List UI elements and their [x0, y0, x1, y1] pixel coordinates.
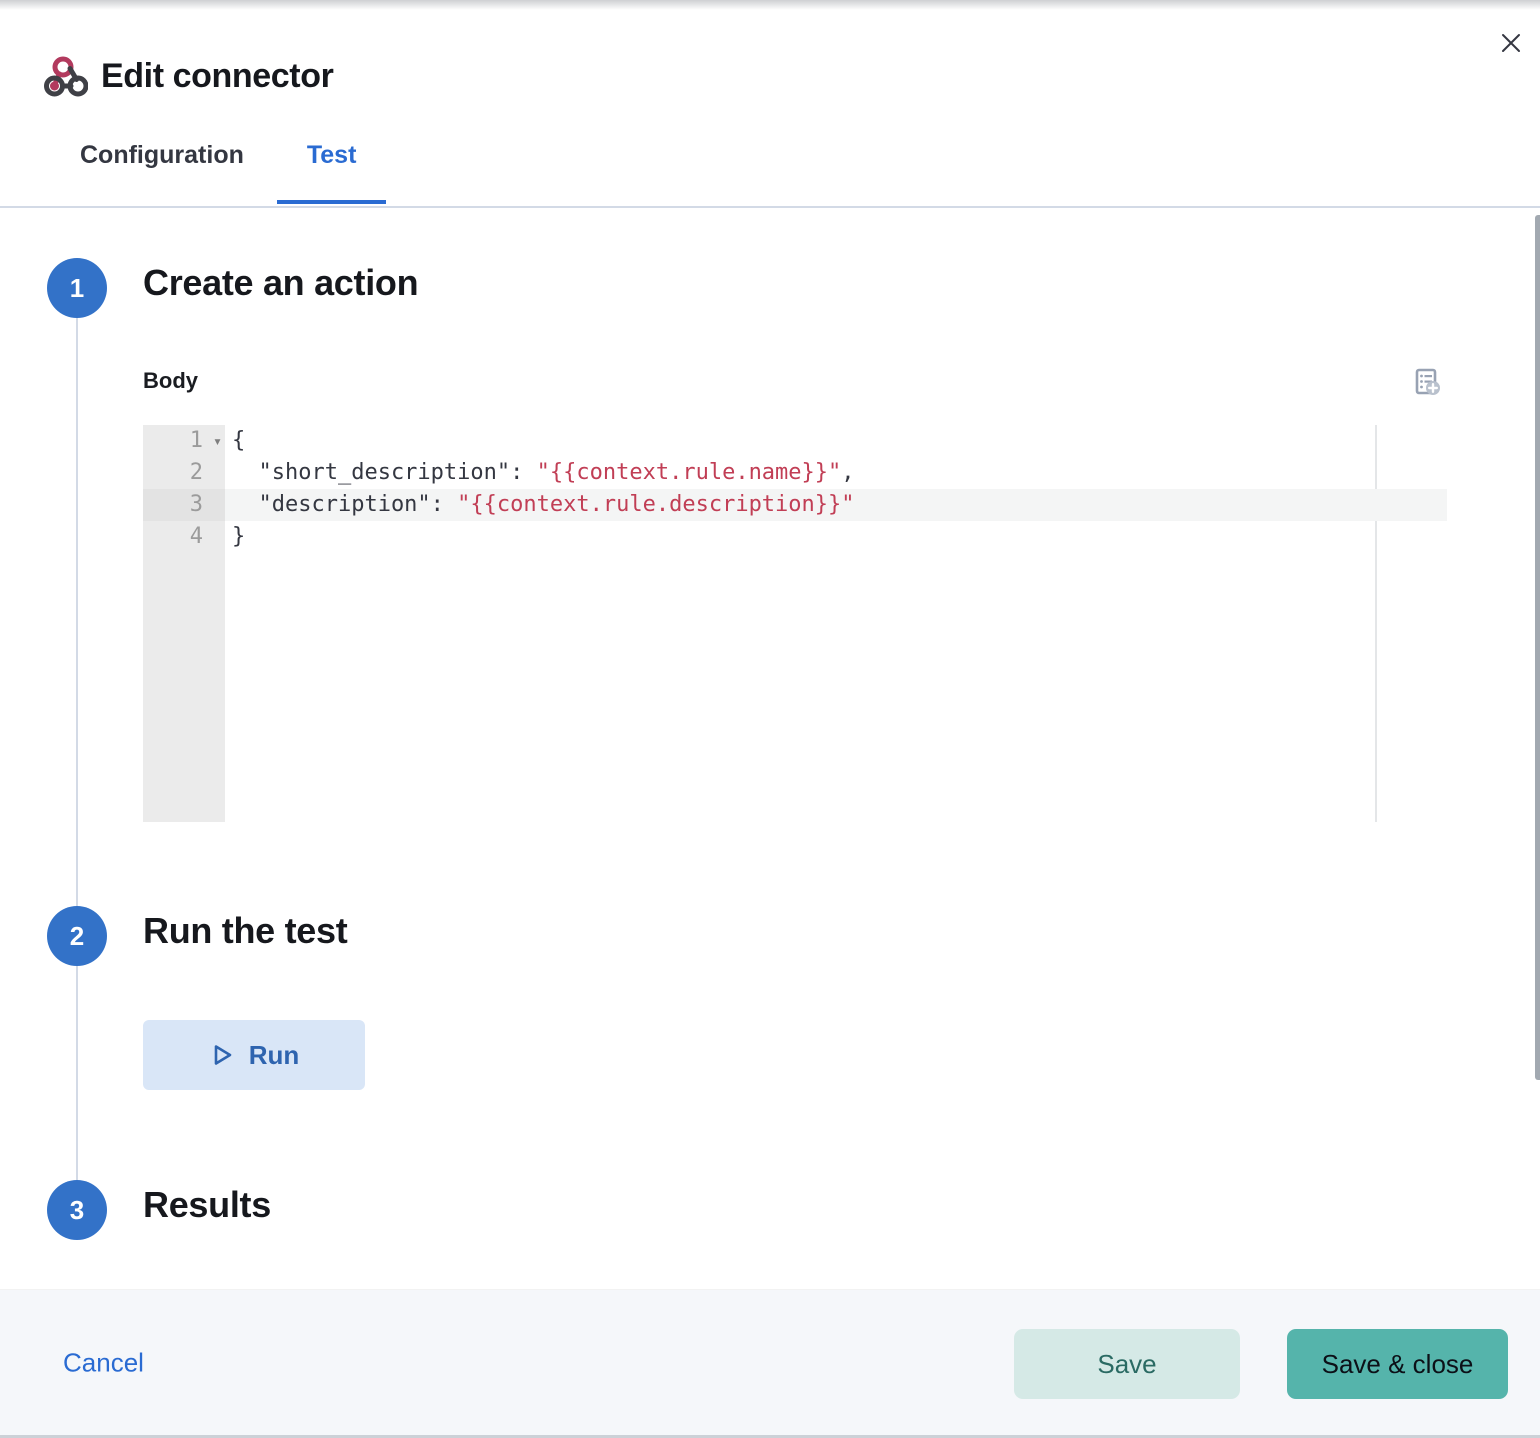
code-line[interactable]: 4}: [143, 521, 1447, 553]
list-add-icon[interactable]: [1407, 362, 1447, 405]
code-line-text: }: [232, 524, 246, 549]
flyout-scrollbar[interactable]: [1535, 215, 1540, 1080]
tab-divider: [0, 206, 1540, 208]
flyout-footer: Cancel Save Save & close: [0, 1290, 1540, 1438]
code-line-text: "short_description": "{{context.rule.nam…: [232, 460, 855, 485]
step-1-badge: 1: [47, 258, 107, 318]
step-2-number: 2: [69, 920, 85, 951]
tab-bar: Configuration Test: [50, 132, 387, 204]
tab-test[interactable]: Test: [276, 132, 387, 204]
step-connector-line: [76, 318, 78, 906]
tab-configuration[interactable]: Configuration: [80, 141, 244, 169]
save-and-close-button[interactable]: Save & close: [1287, 1329, 1508, 1399]
run-button-label: Run: [248, 1039, 300, 1070]
code-line[interactable]: 3 "description": "{{context.rule.descrip…: [143, 489, 1447, 521]
step-2-badge: 2: [47, 906, 107, 966]
line-number: 3: [143, 489, 225, 521]
code-line[interactable]: 2 "short_description": "{{context.rule.n…: [143, 457, 1447, 489]
code-line-text: "description": "{{context.rule.descripti…: [232, 492, 855, 517]
run-button[interactable]: Run: [143, 1020, 365, 1090]
webhook-icon: [44, 56, 88, 97]
step-connector-line: [76, 966, 78, 1180]
code-editor-lines: 1▾ {2 "short_description": "{{context.rul…: [143, 425, 1447, 553]
step-3-number: 3: [69, 1194, 85, 1225]
body-code-editor[interactable]: 1▾ {2 "short_description": "{{context.rul…: [143, 425, 1447, 822]
step-3-badge: 3: [47, 1180, 107, 1240]
page-title: Edit connector: [101, 56, 334, 95]
line-number: 4: [143, 521, 225, 553]
close-icon[interactable]: [1488, 20, 1534, 66]
fold-chevron-down-icon[interactable]: ▾: [212, 432, 222, 450]
step-1-number: 1: [69, 272, 85, 303]
line-number: 1▾: [143, 425, 225, 457]
play-icon: [214, 1045, 232, 1065]
body-field-header: Body: [143, 362, 1447, 405]
save-button[interactable]: Save: [1014, 1329, 1240, 1399]
close-icon-glyph: [1502, 34, 1520, 52]
step-3-title: Results: [143, 1184, 271, 1225]
code-line[interactable]: 1▾ {: [143, 425, 1447, 457]
step-2-title: Run the test: [143, 910, 348, 951]
list-add-icon-glyph: [1415, 368, 1440, 395]
code-line-text: {: [232, 428, 246, 453]
flyout-top-shadow: [0, 0, 1540, 10]
flyout-header: Edit connector: [44, 54, 334, 98]
cancel-button[interactable]: Cancel: [63, 1347, 144, 1377]
line-number: 2: [143, 457, 225, 489]
editor-print-margin: [1375, 425, 1377, 822]
step-1-title: Create an action: [143, 262, 419, 303]
body-field-label: Body: [143, 368, 198, 393]
